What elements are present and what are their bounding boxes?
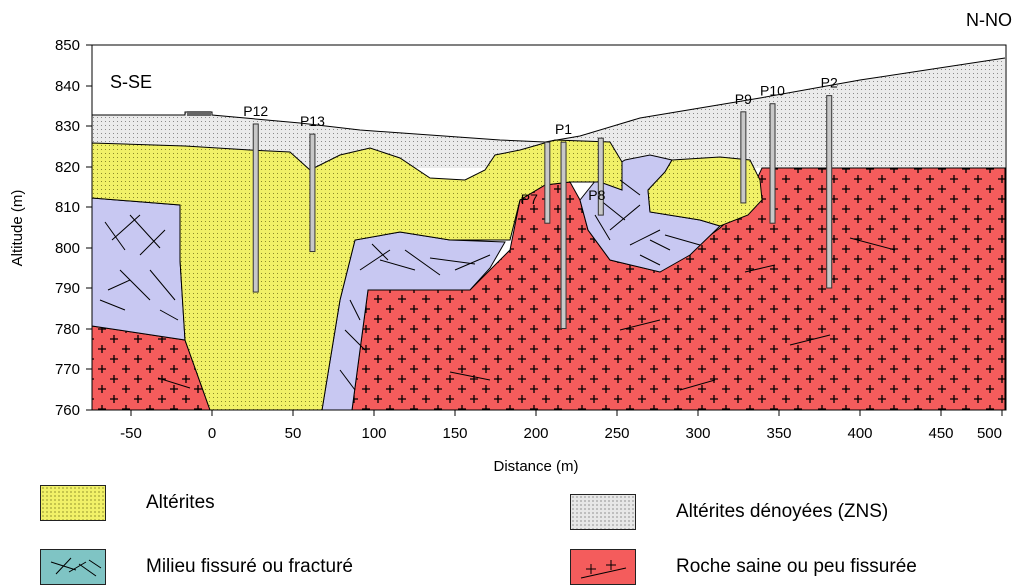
legend-label-denoyees: Altérites dénoyées (ZNS) <box>676 501 889 522</box>
y-tick-label: 790 <box>55 280 80 297</box>
y-axis: 850 840 830 820 810 800 790 780 770 760 <box>55 37 92 419</box>
x-tick-label: 500 <box>977 425 1002 442</box>
x-tick-label: 250 <box>604 425 629 442</box>
x-tick-label: 300 <box>685 425 710 442</box>
well-casing[interactable] <box>560 141 567 329</box>
legend-label-alterites: Altérites <box>146 492 215 513</box>
x-axis: -50 0 50 100 150 200 250 300 350 400 450… <box>120 410 1003 442</box>
x-tick-label: 150 <box>442 425 467 442</box>
legend-item-alterites: Altérites <box>40 485 215 521</box>
x-tick-label: 350 <box>766 425 791 442</box>
fracture-marks <box>99 179 896 391</box>
well-label: P8 <box>588 187 605 203</box>
surface-building <box>187 111 211 116</box>
well-label: P1 <box>555 121 572 137</box>
legend-swatch-denoyees <box>570 494 636 530</box>
plot-frame <box>91 44 1007 411</box>
y-axis-title: Altitude (m) <box>9 190 26 267</box>
well-casing[interactable] <box>544 141 551 224</box>
y-tick-label: 780 <box>55 321 80 338</box>
y-tick-label: 810 <box>55 199 80 216</box>
legend-swatch-roche <box>570 549 636 585</box>
y-tick-label: 820 <box>55 159 80 176</box>
y-tick-label: 800 <box>55 240 80 257</box>
direction-label-right: N-NO <box>966 10 1012 30</box>
x-tick-label: 450 <box>928 425 953 442</box>
legend-label-fissure: Milieu fissuré ou fracturé <box>146 556 353 577</box>
well-casing[interactable] <box>826 95 833 289</box>
well-casing[interactable] <box>740 111 747 204</box>
legend-item-roche: Roche saine ou peu fissurée <box>570 549 917 585</box>
well-casing[interactable] <box>769 103 776 224</box>
x-tick-label: 50 <box>285 425 302 442</box>
unit-milieu-fissure[interactable] <box>92 197 186 341</box>
x-tick-label: 0 <box>208 425 216 442</box>
unit-alterites[interactable] <box>92 139 623 410</box>
unit-alterites-denoyees <box>92 58 1005 168</box>
y-tick-label: 830 <box>55 118 80 135</box>
well-casing[interactable] <box>309 133 316 253</box>
well-label: P2 <box>821 75 838 91</box>
direction-label-left: S-SE <box>110 72 152 92</box>
well-casing[interactable] <box>252 123 259 293</box>
well-label: P7 <box>521 191 538 207</box>
well-label: P13 <box>300 113 325 129</box>
legend-label-roche: Roche saine ou peu fissurée <box>676 556 917 577</box>
x-axis-title: Distance (m) <box>493 458 578 475</box>
well-label: P12 <box>243 103 268 119</box>
y-tick-label: 770 <box>55 361 80 378</box>
legend-swatch-fissure <box>40 549 106 585</box>
legend-swatch-alterites <box>40 485 106 521</box>
legend-item-fissure: Milieu fissuré ou fracturé <box>40 549 353 585</box>
well-casing[interactable] <box>597 137 604 216</box>
x-tick-label: 200 <box>523 425 548 442</box>
well-label: P9 <box>735 91 752 107</box>
well-label: P10 <box>760 83 785 99</box>
x-tick-label: 400 <box>847 425 872 442</box>
x-tick-label: 100 <box>361 425 386 442</box>
x-tick-label: -50 <box>120 425 142 442</box>
legend-item-denoyees: Altérites dénoyées (ZNS) <box>570 494 888 530</box>
y-tick-label: 840 <box>55 78 80 95</box>
y-tick-label: 850 <box>55 37 80 54</box>
y-tick-label: 760 <box>55 402 80 419</box>
